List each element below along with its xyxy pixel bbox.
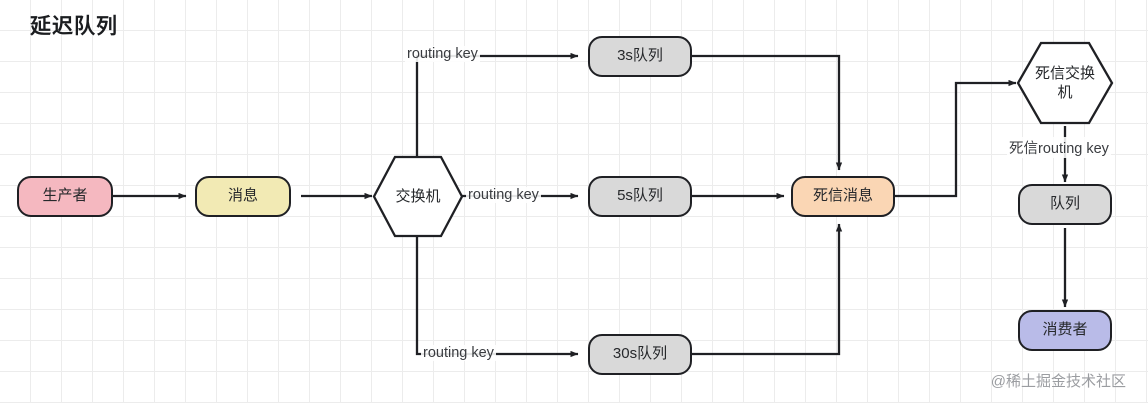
node-exchange-label: 交换机	[395, 187, 441, 205]
node-queue-5s[interactable]: 5s队列	[588, 176, 692, 217]
node-consumer-label: 消费者	[1042, 321, 1088, 339]
node-producer-label: 生产者	[42, 187, 88, 205]
edge-queue3s-deadletter	[692, 54, 843, 171]
node-producer[interactable]: 生产者	[17, 176, 113, 217]
edge-queue30s-deadletter	[692, 223, 843, 356]
node-dead-letter-exchange[interactable]: 死信交换机	[1016, 41, 1114, 125]
watermark: @稀土掘金技术社区	[990, 373, 1126, 390]
node-queue-30s[interactable]: 30s队列	[588, 334, 692, 375]
edge-label-routing-key-mid: routing key	[466, 187, 541, 203]
edge-deadletter-dlx	[895, 79, 1017, 198]
node-consumer[interactable]: 消费者	[1018, 310, 1112, 351]
node-queue-3s-label: 3s队列	[617, 47, 663, 65]
edge-label-routing-key-top: routing key	[405, 46, 480, 62]
hexagon-shape	[1016, 41, 1114, 125]
node-dead-letter-message[interactable]: 死信消息	[791, 176, 895, 217]
node-queue-30s-label: 30s队列	[612, 345, 668, 363]
edge-label-routing-key-bottom: routing key	[421, 345, 496, 361]
node-exchange[interactable]: 交换机	[372, 155, 464, 238]
node-message-label: 消息	[227, 187, 258, 205]
node-queue-3s[interactable]: 3s队列	[588, 36, 692, 77]
edge-exchange-queue3s	[415, 52, 579, 165]
node-dead-letter-queue[interactable]: 队列	[1018, 184, 1112, 225]
node-dead-letter-queue-label: 队列	[1049, 195, 1080, 213]
node-dead-letter-exchange-label: 死信交换机	[1034, 64, 1095, 102]
node-queue-5s-label: 5s队列	[617, 187, 663, 205]
node-message[interactable]: 消息	[195, 176, 291, 217]
node-dead-letter-message-label: 死信消息	[812, 187, 873, 205]
edge-exchange-queue30s	[415, 227, 579, 358]
edge-label-dead-letter-routing-key: 死信routing key	[1007, 137, 1111, 158]
page-title: 延迟队列	[30, 15, 118, 38]
